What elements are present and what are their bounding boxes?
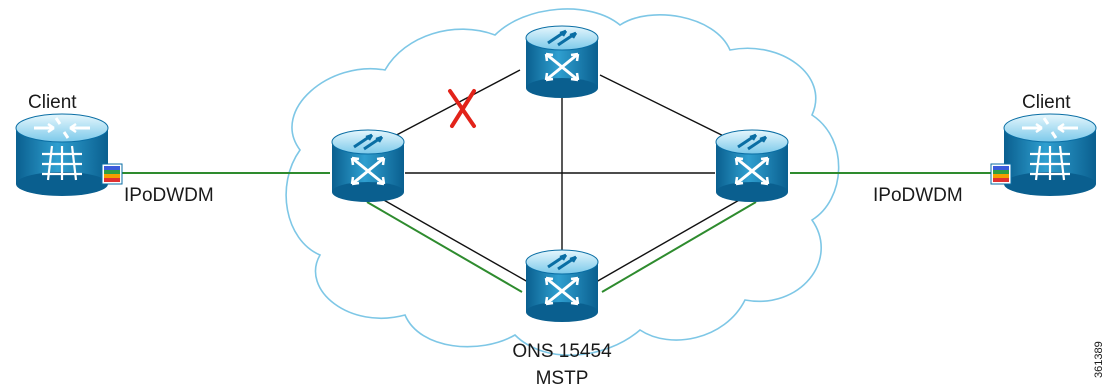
link-node-left-node-bottom bbox=[374, 194, 529, 283]
node-bottom-label-line1: ONS 15454 bbox=[512, 341, 612, 362]
link-node-bottom-node-right-green bbox=[601, 201, 757, 293]
client-left-label: Client bbox=[28, 92, 77, 113]
ipodwdm-right-label: IPoDWDM bbox=[873, 185, 963, 206]
link-node-left-node-bottom-green bbox=[366, 201, 523, 293]
node-left-switch-icon bbox=[330, 128, 406, 204]
node-bottom-switch-icon bbox=[524, 248, 600, 324]
client-left-router-icon bbox=[14, 112, 110, 198]
node-bottom-label-line2: MSTP bbox=[536, 368, 589, 389]
client-right-router-icon bbox=[1002, 112, 1098, 198]
node-right-switch-icon bbox=[714, 128, 790, 204]
dwdm-port-left-icon bbox=[101, 163, 123, 185]
figure-id: 361389 bbox=[1093, 341, 1105, 378]
ipodwdm-left-label: IPoDWDM bbox=[124, 185, 214, 206]
client-right-label: Client bbox=[1022, 92, 1071, 113]
links bbox=[120, 69, 995, 293]
dwdm-port-right-icon bbox=[990, 163, 1012, 185]
link-node-bottom-node-right bbox=[595, 194, 749, 283]
link-failure-x-icon bbox=[448, 89, 476, 128]
node-top-switch-icon bbox=[524, 24, 600, 100]
